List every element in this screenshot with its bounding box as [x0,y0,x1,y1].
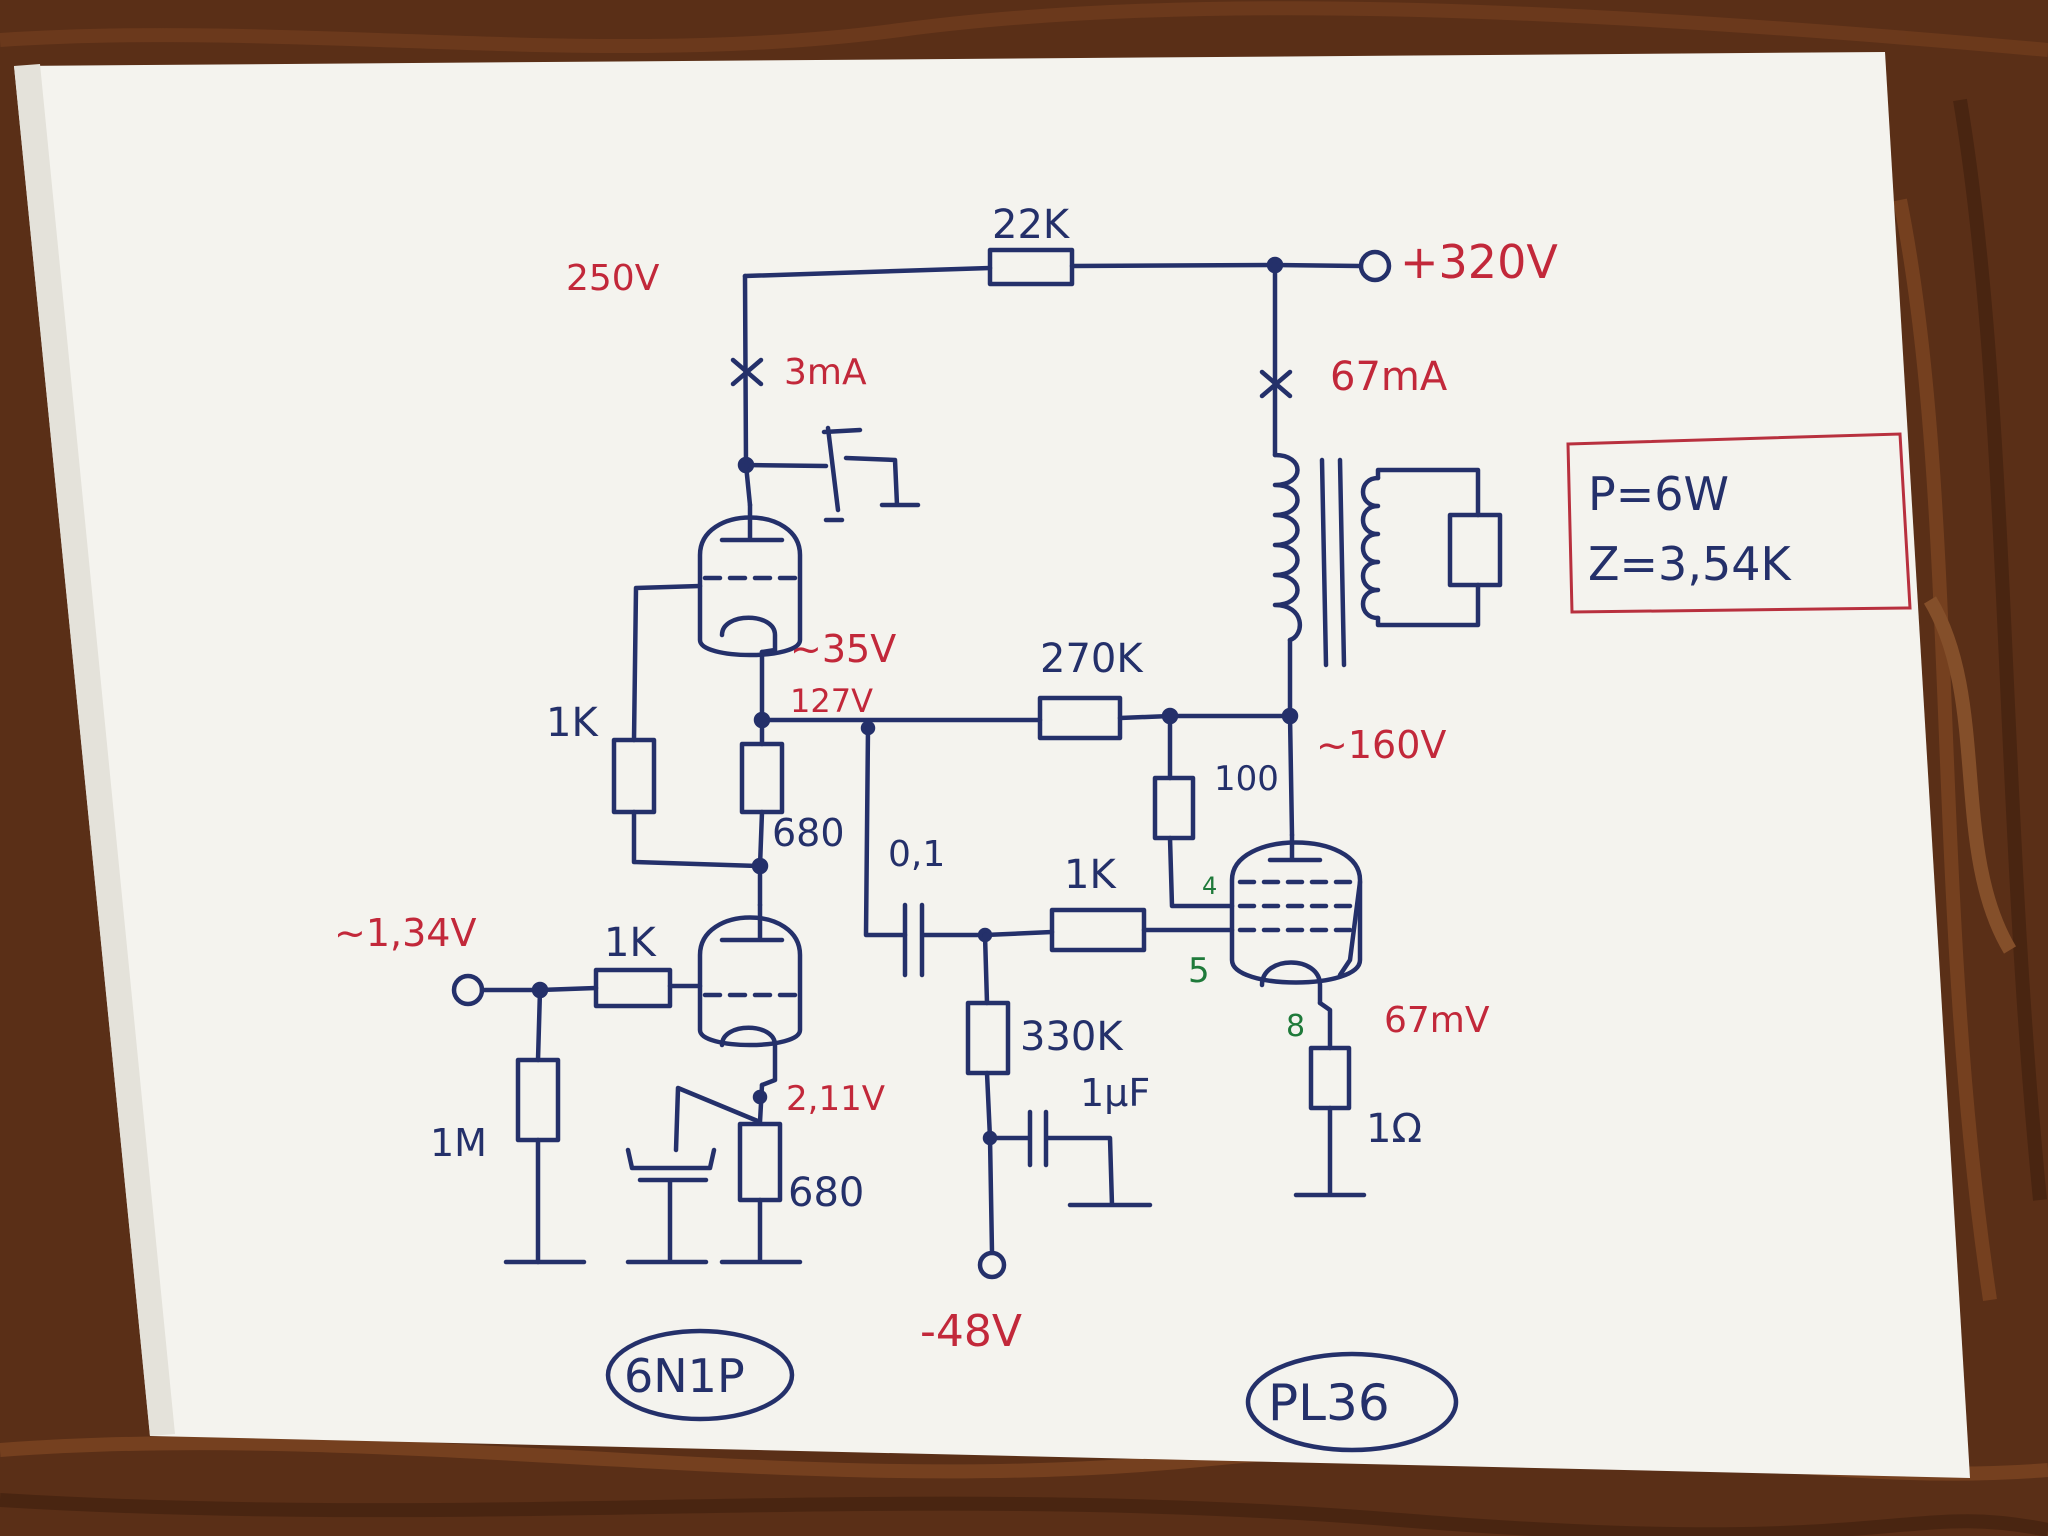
resistor-1ohm [1308,1045,1352,1111]
current-mark-67ma [1259,369,1293,399]
label-100: 100 [1214,759,1279,799]
label-2-11v: 2,11V [786,1079,885,1119]
label-supply: +320V [1400,235,1558,289]
pl36-cathode [1259,960,1323,1006]
label-1k-left: 1K [546,700,599,746]
label-1k-input: 1K [604,920,657,966]
transformer-secondary-coil [1360,475,1381,621]
paper-sheet [14,52,1970,1478]
wire-screen [1167,713,1235,909]
cap-0-1 [902,902,988,978]
cap-upper-anode [743,425,921,513]
cap-upper-plate2 [821,427,863,523]
label-1m: 1M [430,1121,487,1165]
label-6n1p: 6N1P [624,1349,745,1403]
tube-upper-cathode [719,615,778,655]
label-1uf: 1µF [1080,1071,1150,1115]
oval-6n1p [605,1328,795,1422]
tube-upper-anode [719,502,785,543]
load-resistor [1447,512,1503,588]
label-1-34v: ~1,34V [334,911,476,955]
wire-1m [535,987,543,1265]
label-270k: 270K [1040,636,1144,682]
transformer-primary-coil [1272,452,1303,643]
cap-cathode-bypass [625,1147,717,1265]
label-pin-4: 4 [1202,872,1217,900]
resistor-100 [1152,775,1196,841]
label-0-1: 0,1 [888,834,945,875]
transformer-core [1319,457,1347,668]
label-127v: 127V [790,682,873,720]
schematic-drawing [451,247,1503,1453]
label-680-bottom: 680 [788,1170,864,1216]
label-impedance: Z=3,54K [1588,537,1792,591]
label-pin-5: 5 [1188,951,1210,991]
label-1k-mid: 1K [1064,852,1117,898]
label-160v: ~160V [1316,723,1446,767]
wire-grid [982,927,1235,938]
label-pl36: PL36 [1268,1374,1390,1432]
label-power: P=6W [1588,467,1729,521]
label-35v: ~35V [790,627,896,671]
label-67mv: 67mV [1384,1000,1490,1041]
pl36-g3-link [1337,879,1363,978]
oval-pl36 [1245,1351,1459,1453]
supply-terminal [1358,249,1392,283]
wire-secondary [1375,467,1481,628]
wire-680-bottom [719,1197,803,1265]
wire-1k-left-bottom [631,809,761,869]
wire-transformer-primary [1272,262,1295,838]
label-1ohm: 1Ω [1366,1106,1422,1152]
specs-box [1566,432,1912,614]
label-22k: 22K [992,202,1071,248]
label-330k: 330K [1020,1014,1124,1060]
wire-coupling-down [863,725,908,938]
current-mark-3ma [730,357,764,387]
paper-shadow [14,64,175,1436]
wire-pl36-cathode [1293,1000,1367,1198]
wire-upper-grid [631,583,703,743]
pl36-anode [1267,832,1323,863]
label-67ma: 67mA [1330,354,1448,400]
tube-lower-triode [697,915,803,1048]
tube-lower-cathode [719,1025,778,1088]
tube-lower-anode [719,902,785,943]
resistor-1m [515,1057,561,1143]
resistor-22k [987,247,1075,287]
neg-supply-terminal [977,1250,1007,1280]
resistor-1k-input [593,967,673,1009]
label-250v: 250V [566,258,660,299]
label-680-top: 680 [772,811,845,855]
label-pin-8: 8 [1286,1009,1305,1044]
junction-lower-anode [751,857,769,875]
resistor-270k [1037,695,1123,741]
resistor-330k [965,1000,1011,1076]
cap-1uf [987,1109,1153,1208]
label-3ma: 3mA [784,352,867,393]
junction-211v [752,1089,768,1105]
tube-upper-triode [697,515,803,658]
labels-layer: 22K +320V 250V 3mA 67mA P=6W Z=3,54K ~35… [334,202,1792,1432]
label-neg-supply: -48V [920,1306,1022,1357]
